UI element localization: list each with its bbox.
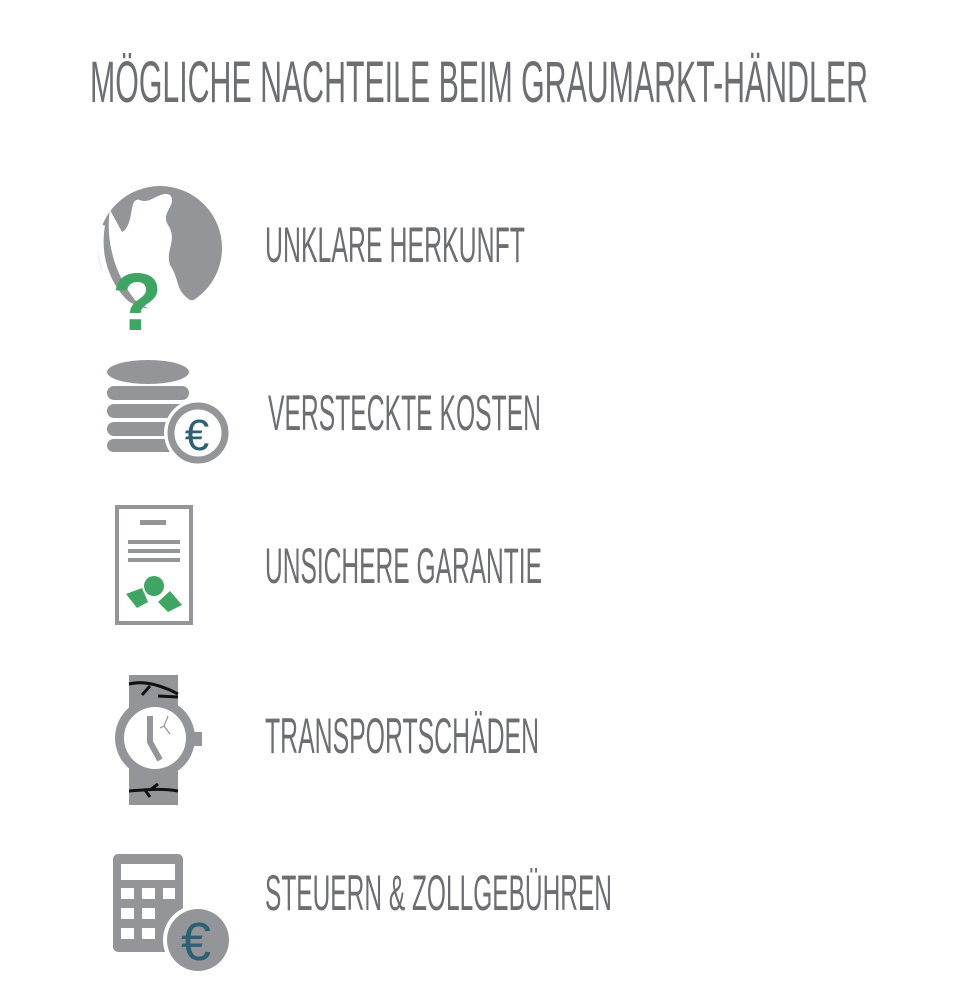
item-label-unsichere-garantie: UNSICHERE GARANTIE <box>265 538 542 594</box>
svg-text:?: ? <box>112 257 162 348</box>
certificate-icon <box>115 505 193 625</box>
calculator-euro-icon: € <box>113 854 233 975</box>
broken-watch-icon <box>115 675 202 805</box>
item-label-versteckte-kosten: VERSTECKTE KOSTEN <box>268 385 541 441</box>
svg-text:€: € <box>185 411 209 460</box>
coins-euro-icon: € <box>107 360 232 467</box>
globe-question-icon: ? <box>97 186 222 348</box>
svg-text:€: € <box>181 912 211 972</box>
item-label-unklare-herkunft: UNKLARE HERKUNFT <box>265 217 525 273</box>
page-title: MÖGLICHE NACHTEILE BEIM GRAUMARKT-HÄNDLE… <box>90 50 868 115</box>
item-label-steuern-zollgebuehren: STEUERN & ZOLLGEBÜHREN <box>265 865 612 921</box>
item-label-transportschaeden: TRANSPORTSCHÄDEN <box>265 708 539 764</box>
